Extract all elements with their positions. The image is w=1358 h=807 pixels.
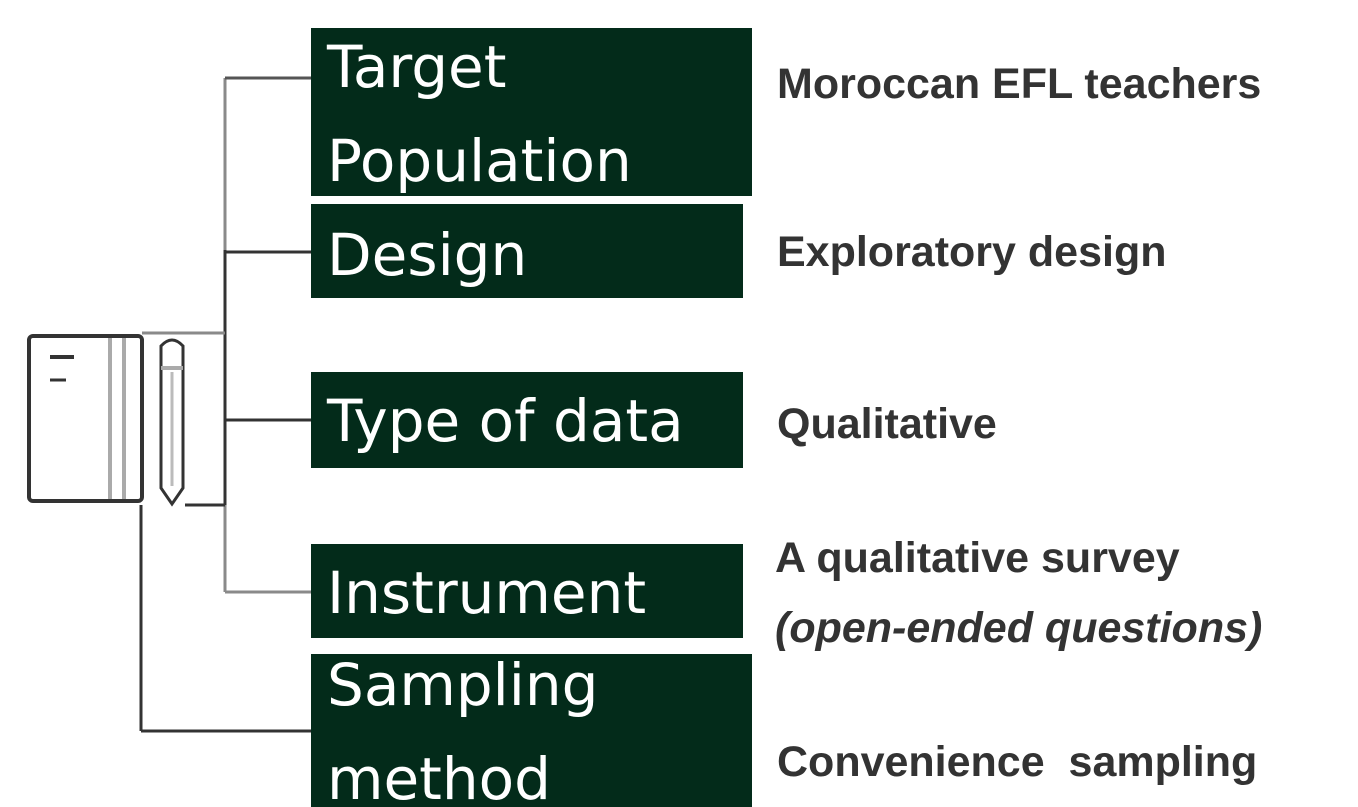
description-instrument: A qualitative survey (open-ended questio… bbox=[775, 530, 1262, 656]
description-note: (open-ended questions) bbox=[775, 604, 1263, 652]
label-line-2: method bbox=[327, 745, 551, 807]
label-sampling-method: Sampling method bbox=[311, 654, 752, 807]
description-type-of-data: Qualitative bbox=[777, 396, 997, 452]
description-target-population: Moroccan EFL teachers bbox=[777, 56, 1261, 112]
description-sampling-method: Convenience sampling bbox=[777, 734, 1257, 790]
label-design: Design bbox=[311, 204, 743, 298]
label-line-1: Target bbox=[327, 33, 507, 101]
label-line-2: Population bbox=[327, 127, 632, 195]
label-line-1: Sampling bbox=[327, 654, 599, 719]
label-line-1: Type of data bbox=[327, 387, 684, 455]
label-type-of-data: Type of data bbox=[311, 372, 743, 468]
description-text: Convenience sampling bbox=[777, 738, 1258, 786]
description-text: Moroccan EFL teachers bbox=[777, 60, 1262, 108]
label-line-1: Instrument bbox=[327, 559, 647, 627]
description-text: Qualitative bbox=[777, 400, 997, 448]
description-design: Exploratory design bbox=[777, 224, 1166, 280]
description-text: Exploratory design bbox=[777, 228, 1167, 276]
label-instrument: Instrument bbox=[311, 544, 743, 638]
label-line-1: Design bbox=[327, 221, 528, 289]
label-target-population: Target Population bbox=[311, 28, 752, 196]
notebook-pencil-icon bbox=[27, 334, 185, 507]
description-text: A qualitative survey bbox=[775, 534, 1180, 582]
